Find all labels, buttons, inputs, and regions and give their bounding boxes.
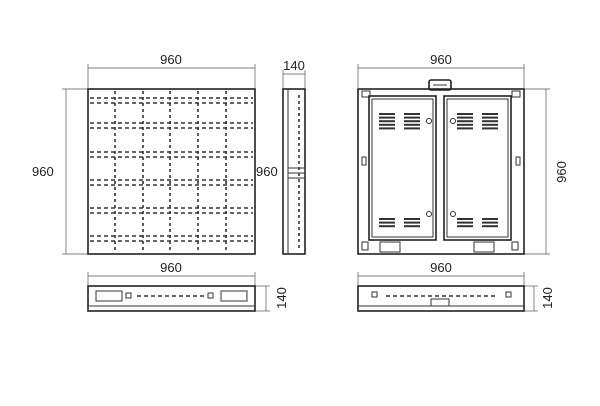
vent-slot-top-right-0-3 [457, 123, 473, 126]
side-height-label: 960 [256, 164, 278, 179]
side-panel-outline [282, 88, 306, 255]
front-height-label: 960 [32, 164, 54, 179]
side-view: 140 960 [256, 58, 306, 255]
rear-top-handle [428, 79, 452, 91]
vent-slot-top-left-0-1 [379, 116, 395, 119]
rear-door-left-latch-bottom [426, 211, 432, 217]
vent-slot-bottom-right-1-0 [482, 218, 498, 220]
bottom-rear-center-clip [430, 298, 450, 307]
bottom-view-rear: 960 140 [357, 260, 555, 312]
vent-slot-top-right-1-0 [482, 113, 498, 115]
vent-slot-top-right-0-1 [457, 116, 473, 119]
front-module-grid [90, 91, 253, 252]
vent-slot-top-right-1-4 [482, 127, 498, 130]
front-panel-outline [87, 88, 256, 255]
rear-corner-br [511, 241, 519, 251]
bottom-rear-depth-label: 140 [540, 287, 555, 309]
vent-slot-bottom-right-1-1 [482, 221, 498, 224]
rear-corner-bl [361, 241, 369, 251]
vent-slot-bottom-right-1-2 [482, 225, 498, 228]
bottom-front-depth-label: 140 [274, 287, 289, 309]
bottom-front-slot-right [220, 290, 248, 302]
vent-slot-top-left-1-1 [404, 116, 420, 119]
vent-slot-top-right-0-2 [457, 120, 473, 123]
bottom-view-front: 960 140 [87, 260, 289, 312]
bottom-rear-screw-right [505, 291, 512, 298]
rear-side-bracket-right [515, 156, 521, 166]
rear-door-right-inner [446, 98, 509, 238]
vent-slot-bottom-left-1-1 [404, 221, 420, 224]
rear-door-left-latch-top [426, 118, 432, 124]
front-width-label: 960 [160, 52, 182, 67]
rear-width-label: 960 [430, 52, 452, 67]
rear-corner-tl [361, 90, 371, 98]
vent-slot-top-left-1-4 [404, 127, 420, 130]
rear-door-right-latch-bottom [450, 211, 456, 217]
bottom-front-screw-left [125, 292, 132, 299]
vent-slot-top-left-1-2 [404, 120, 420, 123]
vent-slot-bottom-right-0-2 [457, 225, 473, 228]
bottom-front-slot-left [95, 290, 123, 302]
bottom-rear-outline [357, 285, 525, 312]
vent-slot-bottom-left-0-1 [379, 221, 395, 224]
rear-height-label: 960 [554, 161, 569, 183]
vent-slot-bottom-right-0-1 [457, 221, 473, 224]
vent-slot-bottom-left-1-0 [404, 218, 420, 220]
vent-slot-top-right-0-4 [457, 127, 473, 130]
rear-vent-grilles [379, 113, 498, 228]
bottom-rear-width-label: 960 [430, 260, 452, 275]
vent-slot-bottom-left-1-2 [404, 225, 420, 228]
bottom-front-width-label: 960 [160, 260, 182, 275]
bottom-rear-screw-left [371, 291, 378, 298]
vent-slot-top-right-1-2 [482, 120, 498, 123]
rear-side-bracket-left [361, 156, 367, 166]
bottom-front-screw-right [207, 292, 214, 299]
vent-slot-top-right-1-1 [482, 116, 498, 119]
vent-slot-top-left-0-2 [379, 120, 395, 123]
rear-view: 960 960 [357, 52, 569, 255]
rear-door-right-latch-top [450, 118, 456, 124]
rear-bottom-clip-right [473, 241, 495, 253]
rear-panel-outline [357, 88, 525, 255]
rear-bottom-clip-left [379, 241, 401, 253]
vent-slot-top-right-1-3 [482, 123, 498, 126]
vent-slot-top-right-0-0 [457, 113, 473, 115]
vent-slot-top-left-0-4 [379, 127, 395, 130]
vent-slot-top-left-0-0 [379, 113, 395, 115]
vent-slot-top-left-0-3 [379, 123, 395, 126]
vent-slot-bottom-right-0-0 [457, 218, 473, 220]
bottom-front-outline [87, 285, 256, 312]
side-depth-label: 140 [283, 58, 305, 73]
vent-slot-top-left-1-0 [404, 113, 420, 115]
vent-slot-top-left-1-3 [404, 123, 420, 126]
rear-door-left [368, 95, 437, 241]
rear-corner-tr [511, 90, 521, 98]
front-view: 960 960 [32, 52, 256, 255]
rear-door-left-inner [371, 98, 434, 238]
rear-door-right [443, 95, 512, 241]
vent-slot-bottom-left-0-0 [379, 218, 395, 220]
vent-slot-bottom-left-0-2 [379, 225, 395, 228]
